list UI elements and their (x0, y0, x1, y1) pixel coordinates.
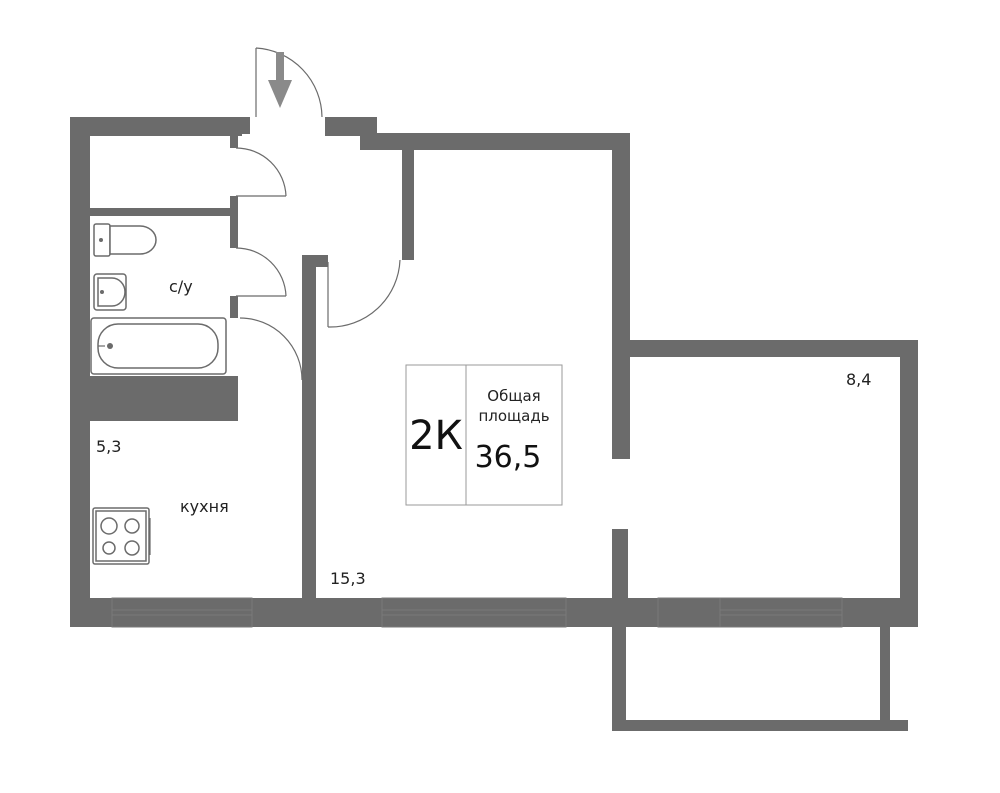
bathroom-label: с/у (169, 277, 193, 296)
total-area-caption-line2: площадь (478, 407, 549, 425)
walls (70, 117, 918, 627)
sink-icon (93, 273, 127, 311)
kitchen-area: 5,3 (96, 437, 121, 456)
living-room-area: 15,3 (330, 569, 366, 588)
doors (235, 47, 401, 381)
stove-icon (92, 507, 151, 565)
entrance-arrow-icon (268, 52, 292, 108)
toilet-icon (93, 223, 157, 257)
kitchen-label: кухня (180, 497, 229, 516)
total-area-caption-line1: Общая (487, 387, 540, 405)
bathtub-icon (90, 317, 227, 375)
total-area-value: 36,5 (475, 440, 542, 475)
balcony (612, 627, 908, 731)
area-badge: 2К Общая площадь 36,5 (405, 364, 563, 506)
windows (111, 597, 843, 628)
bedroom-area: 8,4 (846, 370, 871, 389)
room-count-label: 2К (409, 413, 463, 459)
